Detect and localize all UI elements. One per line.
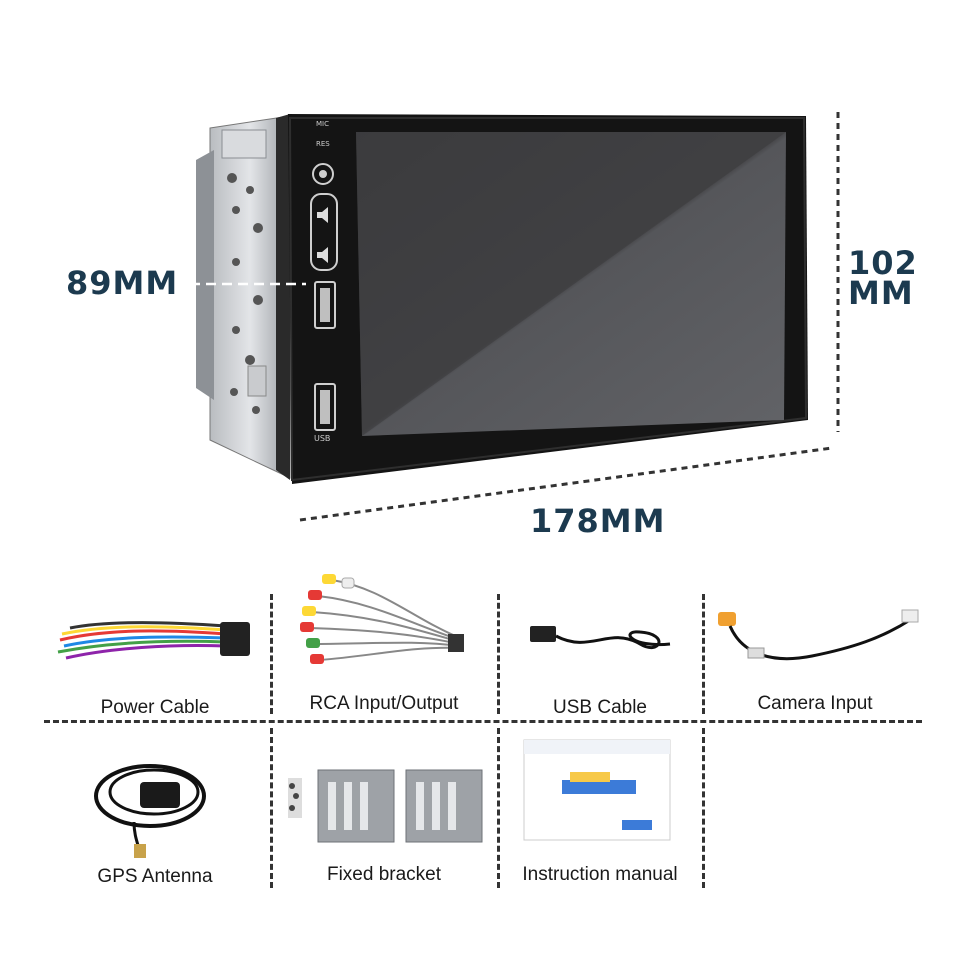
- grid-divider: [497, 728, 500, 888]
- instruction-manual-image: [523, 739, 671, 841]
- grid-divider: [702, 594, 705, 714]
- accessory-label-camera-input: Camera Input: [757, 693, 873, 714]
- usb-cable-image: [530, 626, 671, 650]
- volume-down-icon: [317, 247, 328, 263]
- height-dimension-label: 102 MM: [848, 244, 918, 312]
- gps-antenna-image: [94, 764, 206, 858]
- grid-divider-horizontal: [44, 720, 922, 723]
- power-cable-image: [57, 621, 250, 660]
- rca-cable-image: [300, 574, 464, 664]
- accessory-label-rca: RCA Input/Output: [309, 693, 459, 714]
- usb-port-label: USB: [314, 434, 331, 443]
- accessory-label-power-cable: Power Cable: [100, 697, 210, 718]
- fixed-bracket-image: [288, 769, 483, 843]
- side-controls: [310, 163, 338, 431]
- volume-up-icon: [317, 207, 328, 223]
- grid-divider: [497, 594, 500, 714]
- accessory-label-usb-cable: USB Cable: [553, 697, 647, 718]
- accessory-label-instruction-manual: Instruction manual: [522, 864, 678, 885]
- volume-buttons: [310, 193, 338, 271]
- metal-chassis: [196, 115, 291, 479]
- grid-divider: [270, 728, 273, 888]
- accessory-label-gps-antenna: GPS Antenna: [97, 866, 213, 887]
- power-knob-icon: [312, 163, 334, 185]
- aux-usb-port: [314, 281, 336, 329]
- width-dimension-label: 178MM: [530, 502, 666, 540]
- height-unit: MM: [848, 274, 914, 312]
- usb-port: [314, 383, 336, 431]
- grid-divider: [702, 728, 705, 888]
- camera-input-image: [718, 609, 919, 661]
- height-value: 102: [848, 244, 918, 282]
- width-dimension-line: [299, 446, 833, 522]
- res-label: RES: [316, 140, 330, 148]
- accessory-label-fixed-bracket: Fixed bracket: [326, 864, 442, 885]
- depth-dimension-label: 89MM: [66, 264, 179, 302]
- mic-label: MIC: [316, 120, 329, 128]
- grid-divider: [270, 594, 273, 714]
- car-stereo-illustration: [196, 112, 840, 522]
